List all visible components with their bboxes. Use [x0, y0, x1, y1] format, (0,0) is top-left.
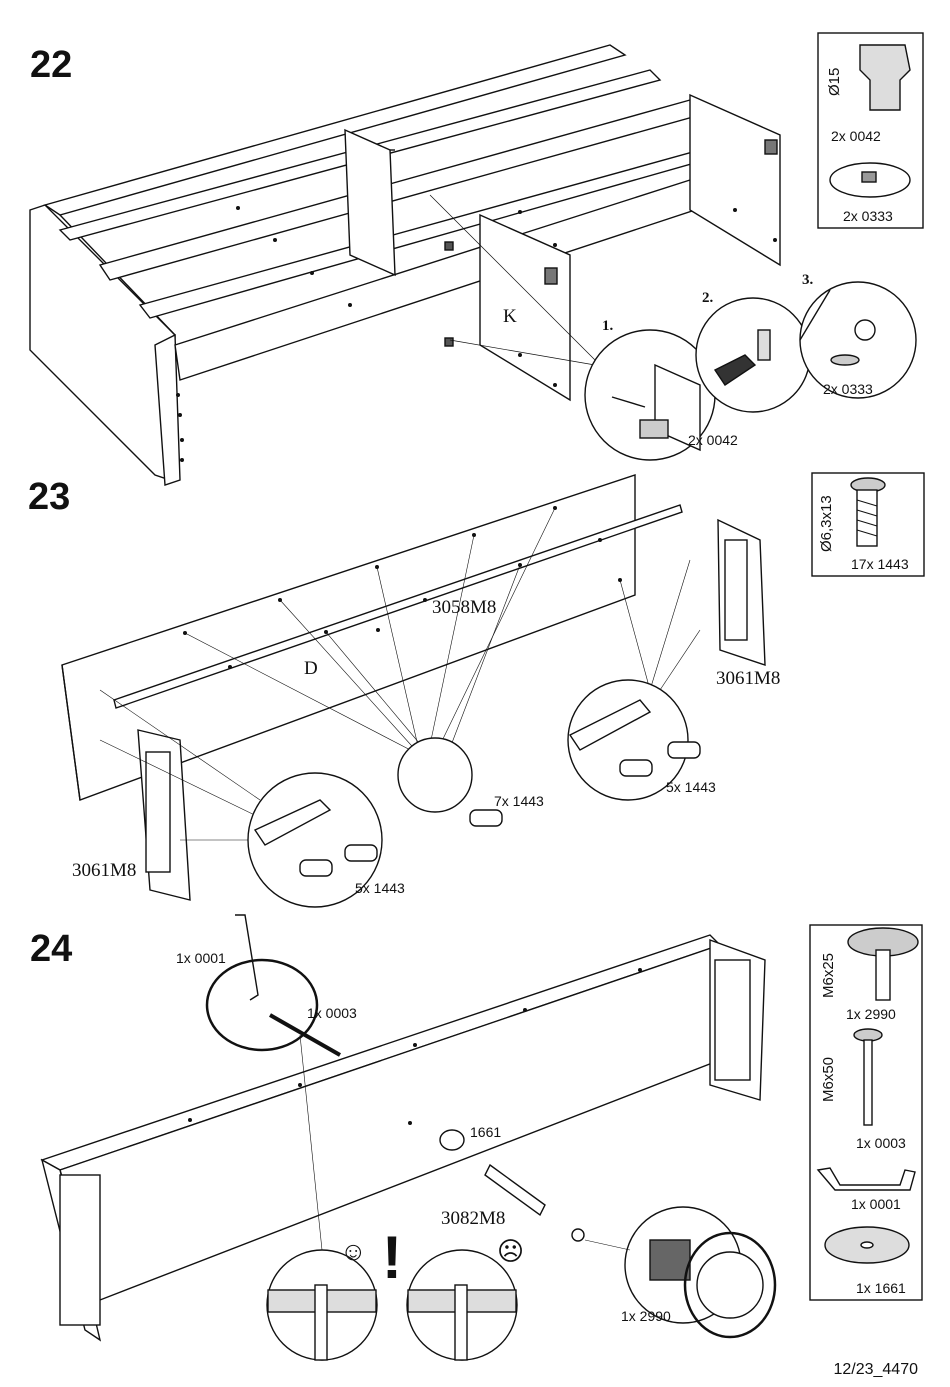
parts-cam-qty: 2x 0042	[831, 128, 881, 144]
step22-cabinet-frame	[29, 44, 781, 486]
parts-screw-qty: 17x 1443	[851, 556, 909, 572]
step22-detail-circles	[584, 281, 917, 461]
substep-3: 3.	[802, 272, 814, 288]
substep-2: 2.	[702, 290, 714, 306]
panel-label-d: D	[304, 658, 318, 679]
rail-label: 3058M8	[432, 597, 497, 618]
washer-label: 1661	[470, 1124, 502, 1140]
frame-right-label: 3061M8	[716, 668, 781, 689]
bolt-label: 1x 0003	[307, 1005, 357, 1021]
panel-label-k: K	[503, 306, 517, 327]
rod-label: 3082M8	[441, 1208, 506, 1229]
parts-foot-qty: 1x 2990	[846, 1006, 896, 1022]
callout-0042: 2x 0042	[688, 432, 738, 448]
page-footer-code: 12/23_4470	[833, 1361, 918, 1378]
substep-1: 1.	[602, 318, 614, 334]
parts-bolt-size: M6x50	[820, 1056, 837, 1102]
frame-left-label: 3061M8	[72, 860, 137, 881]
step23-parts-box	[811, 472, 925, 577]
foot-label: 1x 2990	[621, 1308, 671, 1324]
parts-washer-qty: 1x 1661	[856, 1280, 906, 1296]
step23-panel	[61, 474, 766, 908]
step-number-22: 22	[30, 44, 73, 86]
step22-parts-box	[817, 32, 924, 229]
callout-mid-screws: 7x 1443	[494, 793, 544, 809]
parts-cover-qty: 2x 0333	[843, 208, 893, 224]
step24-parts-box	[809, 924, 923, 1301]
callout-left-screws: 5x 1443	[355, 880, 405, 896]
parts-cam-size: Ø15	[826, 67, 843, 96]
step-number-23: 23	[28, 476, 71, 518]
step-number-24: 24	[30, 928, 73, 970]
parts-screw-size: Ø6,3x13	[818, 495, 835, 552]
step24-assembly	[40, 914, 777, 1361]
hexkey-label: 1x 0001	[176, 950, 226, 966]
callout-0333: 2x 0333	[823, 381, 873, 397]
smiley-sad-icon: ☹	[497, 1236, 525, 1266]
parts-bolt-qty: 1x 0003	[856, 1135, 906, 1151]
parts-hexkey-qty: 1x 0001	[851, 1196, 901, 1212]
parts-foot-size: M6x25	[820, 952, 837, 998]
exclamation-icon: !	[382, 1224, 402, 1291]
callout-right-screws: 5x 1443	[666, 779, 716, 795]
smiley-happy-icon: ☺	[340, 1236, 367, 1266]
